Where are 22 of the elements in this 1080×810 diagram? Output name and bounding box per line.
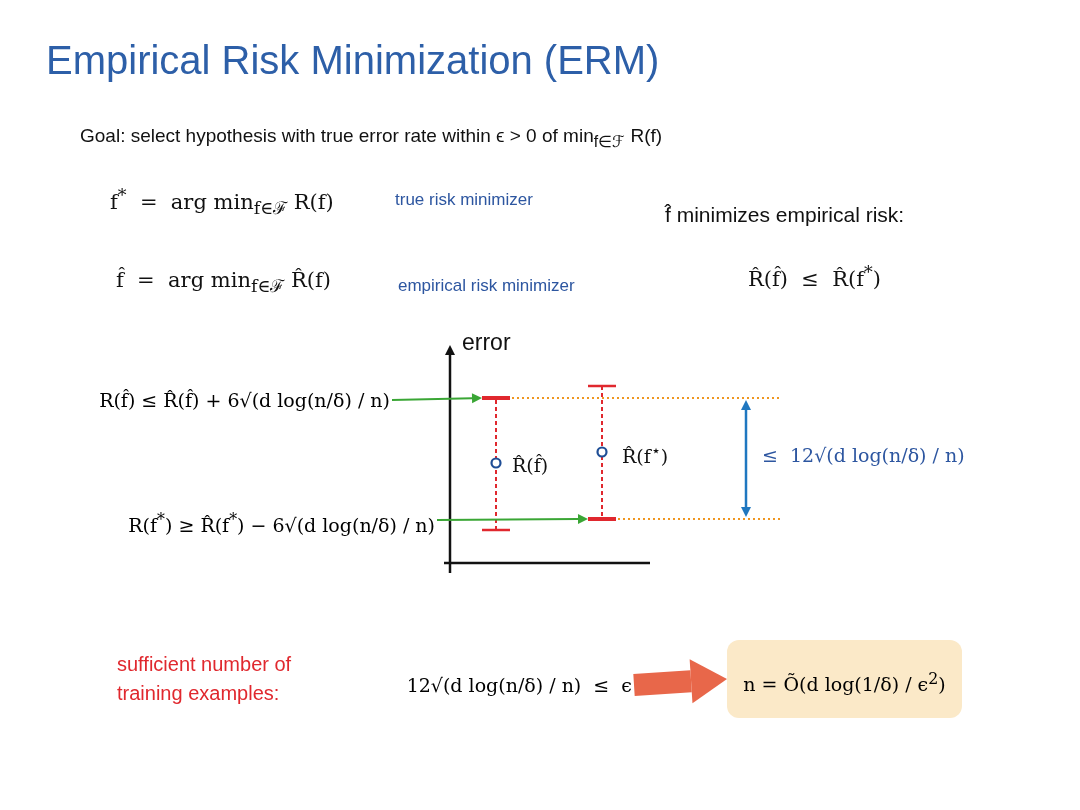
arrow xyxy=(633,659,727,704)
point-label: R̂(f$^{⋆}$) xyxy=(622,440,669,470)
arrow xyxy=(436,514,588,525)
result-box: n = Õ(d log(1/δ) / ϵ$^{2}$) xyxy=(727,640,962,718)
point-label: R̂(f̂) xyxy=(512,453,549,478)
axis-label: error xyxy=(462,328,511,357)
annotation: empirical risk minimizer xyxy=(398,275,575,297)
formula: 12√(d log(n/δ) / n) ≤ ϵ xyxy=(370,670,632,700)
error-bar-end xyxy=(588,517,616,521)
arrow xyxy=(391,393,482,404)
annotation: true risk minimizer xyxy=(395,189,533,211)
equation: f̂ = arg min$_{f∈ℱ}$ R̂(f) xyxy=(116,266,331,299)
error-bar-end xyxy=(482,396,510,400)
title: Empirical Risk Minimization (ERM) xyxy=(46,38,660,83)
statement: f̂ minimizes empirical risk: xyxy=(665,202,905,228)
formula: R(f$^{*}$) ≥ R̂(f$^{*}$) − 6√(d log(n/δ) / n) xyxy=(40,505,435,535)
equation: R̂(f̂) ≤ R̂(f$^{*}$) xyxy=(748,261,881,293)
formula: R(f̂) ≤ R̂(f̂) + 6√(d log(n/δ) / n) xyxy=(44,385,390,415)
bound-label: ≤ 12√(d log(n/δ) / n) xyxy=(762,443,965,468)
equation: f$^{*}$ = arg min$_{f∈ℱ}$ R(f) xyxy=(110,184,334,221)
note: sufficient number of training examples: xyxy=(117,652,293,706)
goal-text: Goal: select hypothesis with true error rate within ϵ > 0 of min$_{f∈ℱ}$ R(f) xyxy=(80,124,663,152)
